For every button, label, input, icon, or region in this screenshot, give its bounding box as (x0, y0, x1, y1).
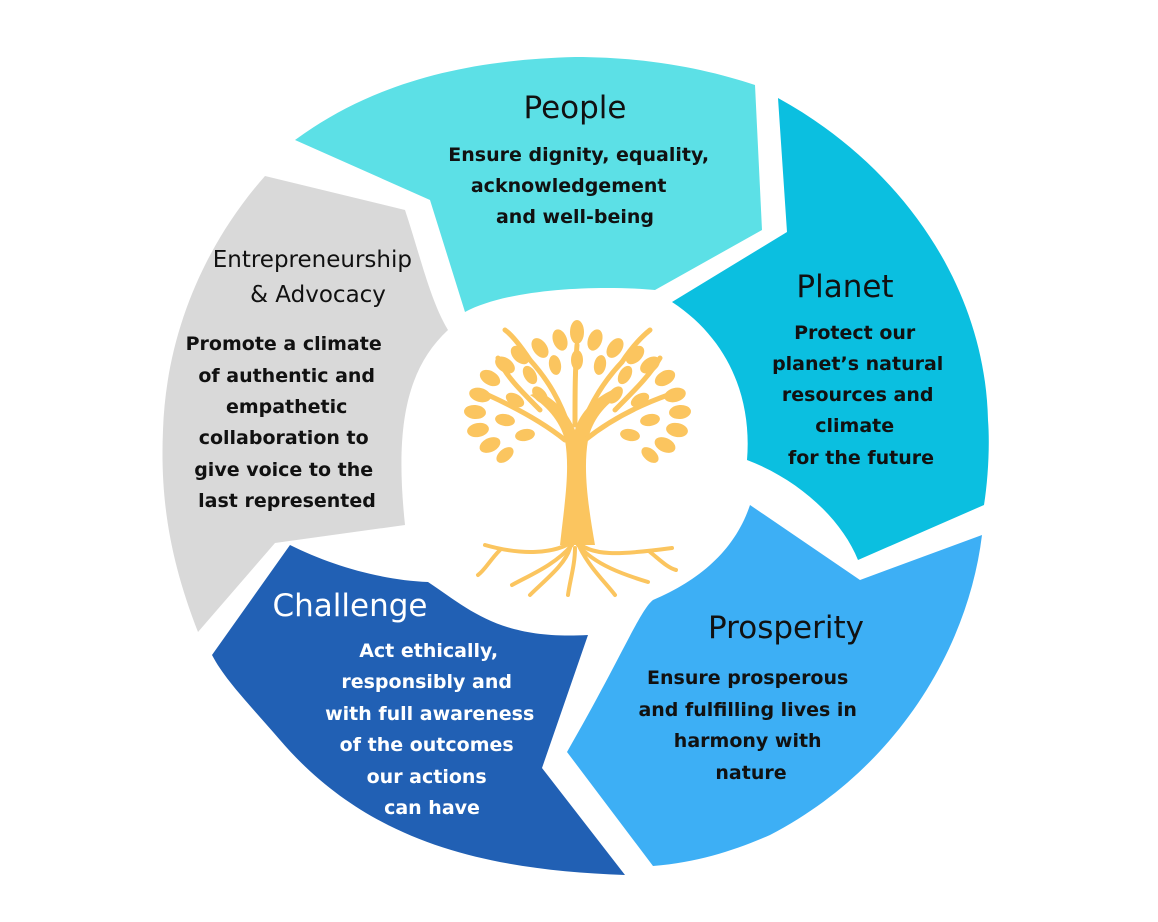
segment-entrepreneurship (162, 176, 448, 632)
planet-title: Planet (796, 269, 893, 305)
people-title: People (524, 90, 627, 126)
prosperity-title: Prosperity (708, 610, 864, 646)
planet-description: Protect our planet’s natural resources a… (772, 322, 950, 469)
entrepreneurship-description: Promote a climate of authentic and empat… (186, 333, 389, 512)
people-description: Ensure dignity, equality, acknowledgemen… (448, 144, 716, 228)
challenge-title: Challenge (273, 588, 428, 624)
segment-challenge (212, 545, 625, 875)
segment-people (295, 57, 762, 312)
tree-of-life-icon (464, 320, 691, 597)
prosperity-description: Ensure prosperous and fulfilling lives i… (638, 667, 863, 784)
segment-prosperity (567, 505, 982, 866)
challenge-description: Act ethically, responsibly and with full… (325, 640, 541, 819)
entrepreneurship-title: Entrepreneurship & Advocacy (213, 247, 420, 308)
segment-planet (672, 98, 989, 560)
